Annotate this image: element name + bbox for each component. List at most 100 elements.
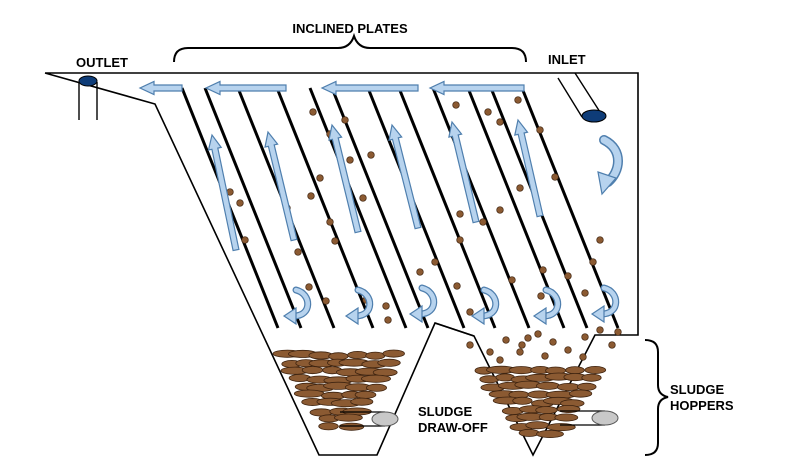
inclined-plate — [203, 87, 303, 329]
sludge-draw-off-label-1: SLUDGE — [418, 404, 473, 419]
sludge-deposit — [347, 350, 369, 359]
flow-arrow-icon — [514, 118, 544, 218]
sludge-deposit — [382, 349, 405, 358]
suspended-particle — [564, 272, 572, 280]
curved-flow-arrow-icon — [599, 285, 618, 317]
suspended-particle — [589, 258, 597, 266]
flow-arrow-icon — [204, 80, 287, 96]
curved-flow-arrow-icon — [282, 306, 297, 326]
sludge-deposit — [536, 429, 564, 438]
suspended-particle — [236, 199, 244, 207]
settling-particle — [541, 352, 549, 360]
suspended-particle — [456, 236, 464, 244]
suspended-particle — [479, 218, 487, 226]
flow-arrows — [138, 80, 623, 326]
settling-particle — [516, 348, 524, 356]
suspended-particle — [452, 101, 460, 109]
settling-particle — [549, 338, 557, 346]
suspended-particle — [331, 237, 339, 245]
sludge-deposit — [333, 413, 363, 422]
settling-particle — [579, 353, 587, 361]
suspended-particle — [508, 276, 516, 284]
curved-flow-arrow-icon — [470, 306, 485, 326]
sludge-deposit — [377, 358, 401, 367]
sludge-deposit — [508, 366, 534, 375]
suspended-particle — [316, 174, 324, 182]
curved-flow-arrow-icon — [353, 287, 372, 319]
curved-flow-arrow-icon — [408, 304, 423, 324]
sludge-deposit — [354, 390, 377, 399]
sludge-deposit — [584, 365, 607, 374]
inclined-plates-label: INCLINED PLATES — [292, 21, 408, 36]
suspended-particle — [537, 292, 545, 300]
flow-arrow-icon — [388, 123, 422, 230]
sludge-deposit — [581, 373, 602, 382]
inclined-plate — [397, 87, 497, 329]
suspended-particle — [453, 282, 461, 290]
suspended-particle — [539, 266, 547, 274]
suspended-particle — [416, 268, 424, 276]
suspended-particle — [431, 258, 439, 266]
settling-particle — [518, 341, 526, 349]
sludge-deposit — [518, 428, 540, 437]
settling-particle — [496, 356, 504, 364]
flow-arrow-icon — [448, 120, 480, 224]
curved-flow-arrow-icon — [590, 304, 605, 324]
settling-particle — [608, 341, 616, 349]
curved-flow-arrow-icon — [417, 285, 436, 317]
suspended-particle — [496, 118, 504, 126]
sludge-deposit — [525, 421, 550, 430]
curved-flow-arrow-icon — [479, 287, 498, 319]
suspended-particle — [305, 283, 313, 291]
suspended-particle — [322, 297, 330, 305]
flow-arrow-icon — [264, 130, 298, 242]
settling-particle — [534, 330, 542, 338]
sludge-deposit — [360, 374, 391, 383]
curved-flow-arrow-icon — [344, 306, 359, 326]
sludge-deposit — [535, 406, 558, 415]
inclined-plate — [330, 87, 430, 329]
draw-off-pipe-right — [591, 410, 619, 426]
inlet-pipe-end — [581, 109, 607, 123]
suspended-particle — [496, 206, 504, 214]
curved-flow-arrow-icon — [597, 171, 618, 196]
inlet-label: INLET — [548, 52, 586, 67]
suspended-particle — [241, 236, 249, 244]
settled-sludge — [272, 349, 607, 438]
sludge-deposit — [318, 422, 339, 431]
suspended-particle — [346, 156, 354, 164]
suspended-particle — [367, 151, 375, 159]
flow-arrow-icon — [138, 80, 183, 96]
draw-off-pipe-left — [371, 411, 399, 427]
settling-particle — [581, 333, 589, 341]
settling-particle — [466, 341, 474, 349]
settling-particle — [502, 336, 510, 344]
settling-particle — [524, 334, 532, 342]
suspended-particle — [294, 248, 302, 256]
sludge-draw-off-label-2: DRAW-OFF — [418, 420, 488, 435]
suspended-particle — [484, 108, 492, 116]
curved-flow-arrow-icon — [541, 287, 560, 319]
flow-arrow-icon — [428, 80, 525, 96]
curved-flow-arrow-icon — [532, 306, 547, 326]
suspended-particle — [359, 194, 367, 202]
suspended-particle — [456, 210, 464, 218]
settling-particle — [596, 326, 604, 334]
sludge-hoppers-label-1: SLUDGE — [670, 382, 725, 397]
sludge-hoppers-label-2: HOPPERS — [670, 398, 734, 413]
curved-flow-arrow-icon — [291, 287, 310, 319]
sludge-deposit — [556, 382, 581, 391]
sludge-deposit — [554, 413, 579, 422]
suspended-particle — [384, 316, 392, 324]
sludge-deposit — [565, 366, 585, 375]
suspended-particle — [326, 218, 334, 226]
sludge-deposit — [568, 389, 593, 398]
sludge-deposit — [338, 422, 365, 431]
flow-arrow-icon — [328, 123, 362, 234]
flow-arrow-icon — [320, 80, 419, 96]
inclined-plate — [308, 87, 408, 329]
outlet-pipe-end — [78, 75, 98, 87]
sludge-deposit — [365, 351, 386, 360]
